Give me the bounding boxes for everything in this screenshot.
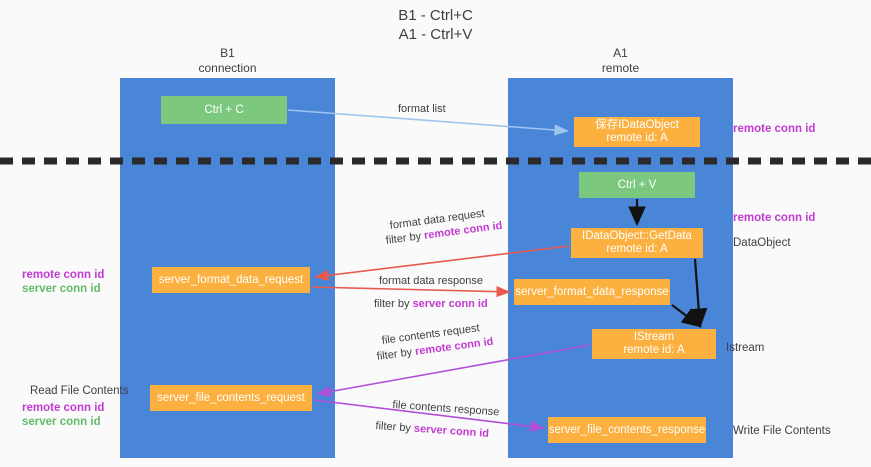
box-server-file-contents-response-label: server_file_contents_response <box>548 423 706 436</box>
side-label-server-conn-id-left-top: server conn id <box>22 283 101 295</box>
side-label-data-object-text: DataObject <box>733 237 791 249</box>
box-istream-title: IStream <box>633 331 675 343</box>
swimlane-a1-role: remote <box>601 61 640 75</box>
side-label-write-file-contents: Write File Contents <box>733 424 831 438</box>
side-label-data-object: DataObject <box>733 236 791 250</box>
box-server-file-contents-response[interactable]: server_file_contents_response <box>548 417 706 443</box>
swimlane-a1-name: A1 <box>613 46 628 60</box>
arrow-label-format-data-response: format data response <box>379 274 483 288</box>
filter-prefix-1: filter by <box>385 229 425 247</box>
side-label-istream: Istream <box>726 341 764 355</box>
box-server-format-data-request-label: server_format_data_request <box>158 273 304 286</box>
arrow-label-file-contents-response: file contents response <box>392 398 500 419</box>
arrow-label-format-data-response-text: format data response <box>379 275 483 287</box>
arrow-label-format-data-response-filter: filter by server conn id <box>374 297 488 311</box>
box-ctrl-c-label: Ctrl + C <box>204 103 244 116</box>
side-label-read-file-contents: Read File Contents <box>30 384 128 398</box>
arrow-label-format-list: format list <box>398 102 446 116</box>
side-label-remote-conn-id-mid: remote conn id <box>733 211 815 225</box>
side-label-remote-conn-id-left-top: remote conn id <box>22 269 105 281</box>
box-istream-remote-id: remote id: A <box>623 344 685 356</box>
box-get-data-title: IDataObject::GetData <box>582 230 692 242</box>
box-data-object-remote-id: remote id: A <box>606 132 668 144</box>
filter-server-conn-id-2: server conn id <box>413 422 490 440</box>
side-label-remote-conn-id-mid-text: remote conn id <box>733 212 816 224</box>
arrow-label-file-contents-response-text: file contents response <box>392 398 500 419</box>
filter-prefix-3: filter by <box>376 345 416 363</box>
box-server-format-data-response[interactable]: server_format_data_response <box>514 279 670 305</box>
side-label-server-conn-id-left-bottom: server conn id <box>22 416 101 428</box>
title-line-2: A1 - Ctrl+V <box>398 26 473 43</box>
filter-server-conn-id-1: server conn id <box>412 298 488 310</box>
box-server-file-contents-request[interactable]: server_file_contents_request <box>150 385 312 411</box>
swimlane-b1-name: B1 <box>220 46 235 60</box>
box-data-object-title: 保存IDataObject <box>595 119 679 131</box>
box-get-data[interactable]: IDataObject::GetData remote id: A <box>571 228 703 258</box>
box-ctrl-v-label: Ctrl + V <box>617 178 657 191</box>
box-istream[interactable]: IStream remote id: A <box>592 329 716 359</box>
page-title: B1 - Ctrl+C A1 - Ctrl+V <box>0 6 871 44</box>
side-label-istream-text: Istream <box>726 342 765 354</box>
box-server-file-contents-request-label: server_file_contents_request <box>157 391 305 404</box>
swimlane-a1-header: A1 remote <box>508 46 733 76</box>
side-label-write-file-contents-text: Write File Contents <box>733 425 831 437</box>
side-label-remote-conn-id-top-text: remote conn id <box>733 123 816 135</box>
swimlane-b1-header: B1 connection <box>120 46 335 76</box>
filter-prefix-2: filter by <box>374 298 413 310</box>
arrow-label-format-list-text: format list <box>398 103 446 115</box>
box-ctrl-c[interactable]: Ctrl + C <box>161 96 287 124</box>
box-server-format-data-request[interactable]: server_format_data_request <box>152 267 310 293</box>
side-label-remote-conn-id-top: remote conn id <box>733 122 815 136</box>
title-line-1: B1 - Ctrl+C <box>398 7 473 24</box>
side-label-remote-conn-id-left-bottom: remote conn id <box>22 402 105 414</box>
box-data-object[interactable]: 保存IDataObject remote id: A <box>574 117 700 147</box>
box-ctrl-v[interactable]: Ctrl + V <box>579 172 695 198</box>
side-label-conn-ids-top: remote conn id server conn id <box>22 268 104 296</box>
box-server-format-data-response-label: server_format_data_response <box>515 285 669 298</box>
swimlane-b1-role: connection <box>198 61 257 75</box>
box-get-data-remote-id: remote id: A <box>606 243 668 255</box>
side-label-conn-ids-bottom: remote conn id server conn id <box>22 401 104 429</box>
filter-prefix-4: filter by <box>375 419 415 435</box>
arrow-label-file-contents-response-filter: filter by server conn id <box>375 419 489 441</box>
side-label-read-file-contents-text: Read File Contents <box>30 385 129 397</box>
